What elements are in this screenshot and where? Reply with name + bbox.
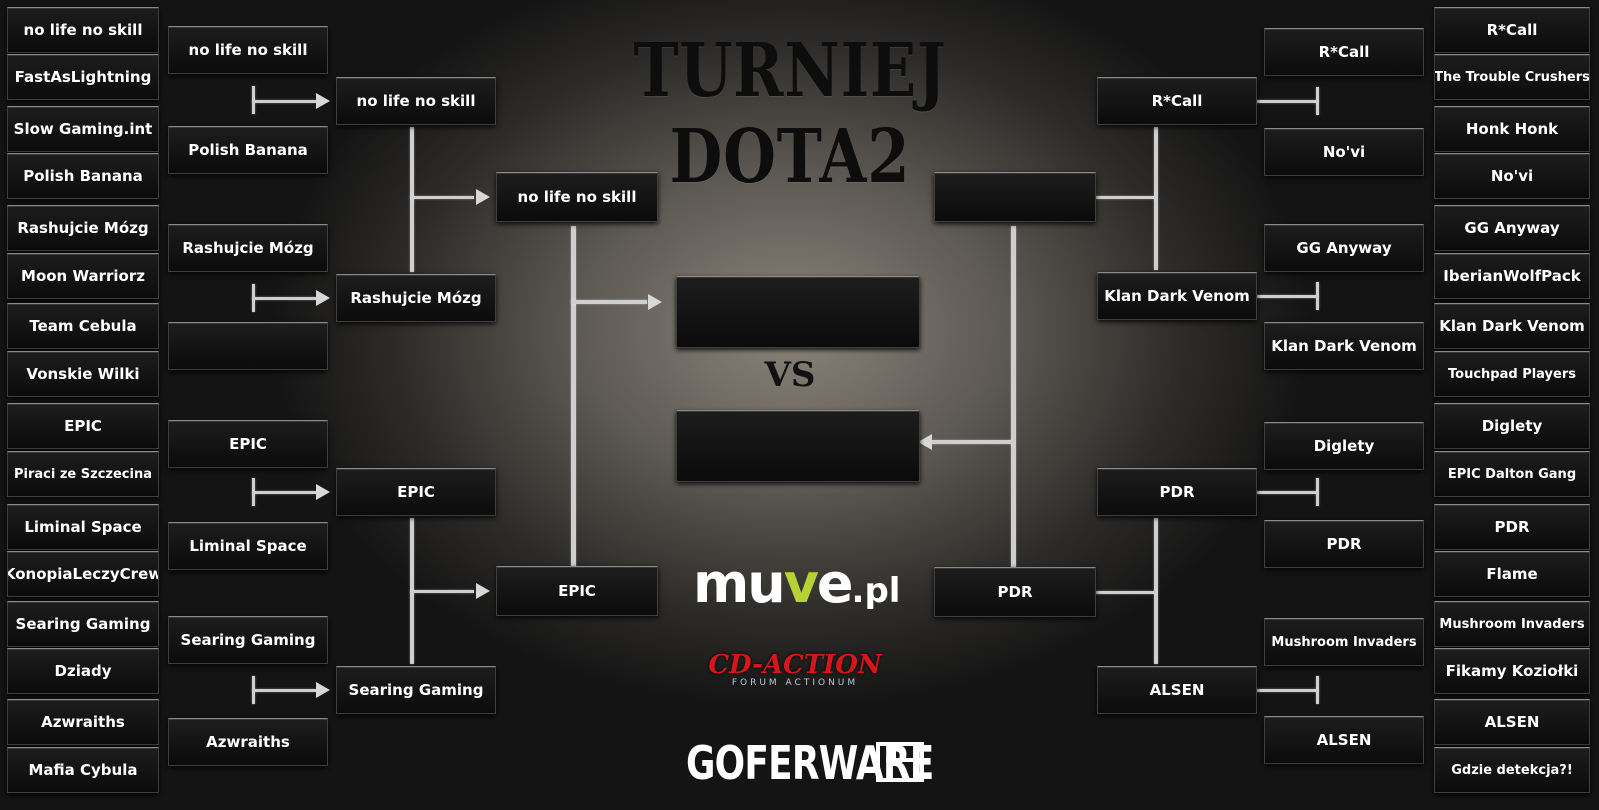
team-slot-right-r2: PDR	[1264, 520, 1424, 568]
team-slot-left-r3: Searing Gaming	[336, 666, 496, 714]
bracket-connector-line	[410, 127, 414, 272]
team-slot-left-r1: FastAsLightning	[7, 54, 159, 100]
team-slot-right-r2: Klan Dark Venom	[1264, 322, 1424, 370]
team-slot-left-r1: Slow Gaming.int	[7, 106, 159, 152]
final-slot-bottom	[676, 410, 920, 482]
team-slot-left-r1: Rashujcie Mózg	[7, 205, 159, 251]
bracket-connector-line	[932, 440, 1014, 444]
team-slot-left-r1: EPIC	[7, 403, 159, 449]
team-slot-left-r1: Vonskie Wilki	[7, 351, 159, 397]
team-slot-right-r1: GG Anyway	[1434, 205, 1590, 251]
team-slot-left-r1: Mafia Cybula	[7, 747, 159, 793]
bracket-connector-line	[1252, 100, 1318, 103]
team-slot-right-r3: PDR	[1097, 468, 1257, 516]
team-slot-left-r2: EPIC	[168, 420, 328, 468]
arrow-right-icon	[476, 189, 490, 205]
bracket-connector-line	[1252, 491, 1318, 494]
team-slot-right-r1: PDR	[1434, 504, 1590, 550]
bracket-connector-line	[1090, 591, 1156, 594]
bracket-connector-line	[410, 196, 474, 199]
team-slot-left-r3: EPIC	[336, 468, 496, 516]
team-slot-right-r1: Honk Honk	[1434, 106, 1590, 152]
team-slot-right-r1: Gdzie detekcja?!	[1434, 747, 1590, 793]
bracket-connector-line	[252, 297, 316, 300]
team-slot-right-r1: R*Call	[1434, 7, 1590, 53]
team-slot-left-r2: no life no skill	[168, 26, 328, 74]
arrow-left-icon	[918, 434, 932, 450]
team-slot-right-r1: No'vi	[1434, 153, 1590, 199]
team-slot-left-r2: Liminal Space	[168, 522, 328, 570]
bracket-connector-line	[571, 226, 576, 570]
arrow-right-icon	[316, 93, 330, 109]
team-slot-right-r1: IberianWolfPack	[1434, 253, 1590, 299]
bracket-connector-line	[410, 590, 474, 593]
team-slot-right-semi: PDR	[934, 567, 1096, 617]
team-slot-left-r2: Azwraiths	[168, 718, 328, 766]
team-slot-right-r1: Diglety	[1434, 403, 1590, 449]
team-slot-right-r1: Klan Dark Venom	[1434, 303, 1590, 349]
team-slot-right-r2: No'vi	[1264, 128, 1424, 176]
bracket-connector-line	[1090, 196, 1156, 199]
arrow-right-icon	[316, 484, 330, 500]
team-slot-left-semi: no life no skill	[496, 172, 658, 222]
team-slot-right-r1: Touchpad Players	[1434, 351, 1590, 397]
page-title: TURNIEJ DOTA2	[633, 28, 947, 200]
team-slot-left-r1: no life no skill	[7, 7, 159, 53]
final-slot-top	[676, 276, 920, 348]
team-slot-right-r2: Mushroom Invaders	[1264, 618, 1424, 666]
arrow-right-icon	[316, 290, 330, 306]
team-slot-left-r2: Polish Banana	[168, 126, 328, 174]
team-slot-left-r1: Azwraiths	[7, 699, 159, 745]
team-slot-right-r1: EPIC Dalton Gang	[1434, 451, 1590, 497]
team-slot-left-r3: Rashujcie Mózg	[336, 274, 496, 322]
team-slot-right-r3: ALSEN	[1097, 666, 1257, 714]
bracket-connector-line	[571, 300, 647, 304]
muve-logo: muve.pl	[693, 552, 901, 615]
team-slot-right-r2: Diglety	[1264, 422, 1424, 470]
cd-action-logo-text: CD-ACTION	[708, 650, 882, 680]
team-slot-left-r1: Dziady	[7, 648, 159, 694]
team-slot-left-r2: Searing Gaming	[168, 616, 328, 664]
bracket-connector-line	[1154, 127, 1158, 270]
bracket-connector-line	[252, 491, 316, 494]
arrow-right-icon	[648, 294, 662, 310]
team-slot-left-r3: no life no skill	[336, 77, 496, 125]
team-slot-left-r1: Polish Banana	[7, 153, 159, 199]
team-slot-left-r2	[168, 322, 328, 370]
bracket-connector-line	[252, 689, 316, 692]
team-slot-right-r1: The Trouble Crushers	[1434, 54, 1590, 100]
team-slot-right-r2: R*Call	[1264, 28, 1424, 76]
team-slot-left-r1: Team Cebula	[7, 303, 159, 349]
arrow-right-icon	[476, 583, 490, 599]
goferware-mark-icon	[876, 742, 924, 782]
team-slot-left-r1: Liminal Space	[7, 504, 159, 550]
arrow-right-icon	[316, 682, 330, 698]
bracket-connector-line	[252, 100, 316, 103]
team-slot-right-r2: ALSEN	[1264, 716, 1424, 764]
bracket-connector-line	[1154, 518, 1158, 664]
team-slot-right-r1: ALSEN	[1434, 699, 1590, 745]
team-slot-left-r1: KonopiaLeczyCrew	[7, 551, 159, 597]
team-slot-right-r2: GG Anyway	[1264, 224, 1424, 272]
team-slot-left-r1: Searing Gaming	[7, 601, 159, 647]
team-slot-right-semi	[934, 172, 1096, 222]
vs-label: VS	[764, 355, 816, 395]
cd-action-logo: CD-ACTION FORUM ACTIONUM	[705, 650, 885, 688]
team-slot-left-semi: EPIC	[496, 566, 658, 616]
team-slot-right-r1: Flame	[1434, 551, 1590, 597]
bracket-connector-line	[1252, 689, 1318, 692]
cd-action-logo-sub: FORUM ACTIONUM	[731, 678, 859, 688]
bracket-connector-line	[1011, 226, 1016, 570]
team-slot-right-r3: R*Call	[1097, 77, 1257, 125]
team-slot-left-r1: Piraci ze Szczecina	[7, 451, 159, 497]
team-slot-left-r1: Moon Warriorz	[7, 253, 159, 299]
team-slot-left-r2: Rashujcie Mózg	[168, 224, 328, 272]
team-slot-right-r1: Mushroom Invaders	[1434, 601, 1590, 647]
team-slot-right-r3: Klan Dark Venom	[1097, 272, 1257, 320]
bracket-connector-line	[1252, 295, 1318, 298]
team-slot-right-r1: Fikamy Koziołki	[1434, 648, 1590, 694]
